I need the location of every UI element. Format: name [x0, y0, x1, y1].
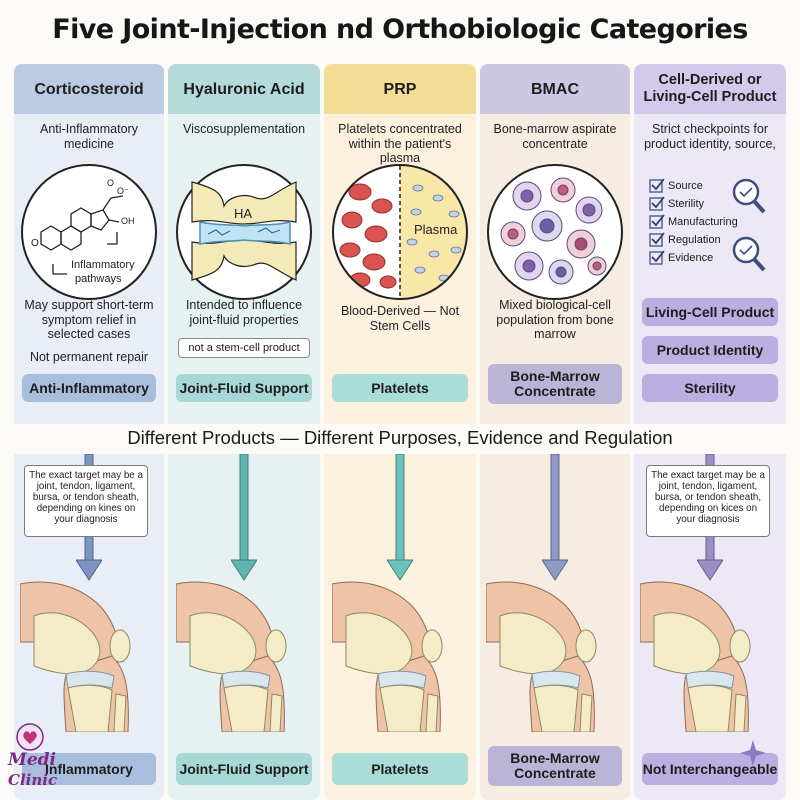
oxygen-label: O — [31, 238, 39, 249]
knee-joint-icon — [640, 581, 751, 732]
ha-joint-icon: HA — [176, 164, 312, 300]
ketone-label: O — [107, 178, 114, 188]
pill-anti-inflammatory: Anti-Inflammatory — [22, 374, 156, 402]
corticosteroid-description: Anti-Inflammatory medicine — [40, 122, 138, 151]
hyaluronic-note: Intended to influence joint-fluid proper… — [185, 298, 303, 327]
bmac-note: Mixed biological-cell population from bo… — [496, 298, 614, 341]
heading-hyaluronic-acid: Hyaluronic Acid — [168, 64, 320, 114]
logo-text-clinic: Clinic — [8, 771, 58, 789]
check-evidence: Evidence — [668, 252, 714, 264]
knee-joint-icon — [176, 581, 287, 732]
steroid-molecule-icon: O O⁻ OH O Inflammatory pathways — [21, 164, 157, 300]
pill-living-cell-product: Living-Cell Product — [642, 298, 778, 326]
arrow-down-icon — [542, 454, 568, 581]
cell-derived-description: Strict checkpoints for product identity,… — [644, 122, 776, 151]
checklist-graphic — [649, 178, 766, 272]
pill-sterility: Sterility — [642, 374, 778, 402]
check-source: Source — [668, 180, 703, 192]
check-sterility: Sterility — [668, 198, 705, 210]
bone-marrow-cells-icon — [487, 164, 623, 300]
page-title: Five Joint-Injection nd Orthobiologic Ca… — [52, 14, 748, 45]
medi-clinic-logo: Medi Clinic — [2, 722, 62, 798]
bottom-pill-not-interchangeable: Not Interchangeable — [642, 753, 778, 785]
heading-bmac: BMAC — [480, 64, 630, 114]
corticosteroid-note: May support short-term symptom relief in… — [24, 298, 154, 341]
inflammatory-label: Inflammatory — [71, 259, 135, 271]
pill-joint-fluid-support: Joint-Fluid Support — [176, 374, 312, 402]
knee-joint-icon — [20, 581, 131, 732]
clinic-heart-icon — [16, 723, 44, 751]
prp-description: Platelets concentrated within the patien… — [338, 122, 462, 165]
pill-platelets: Platelets — [332, 374, 468, 402]
bottom-pill-joint-fluid-support: Joint-Fluid Support — [176, 753, 312, 785]
checkpoint-checklist: Source Sterility Manufacturing Regulatio… — [648, 174, 778, 284]
arrow-down-icon — [231, 454, 257, 581]
target-callout-right: The exact target may be a joint, tendon,… — [646, 465, 770, 537]
bottom-pill-inflammatory: Inflammatory — [22, 753, 156, 785]
heading-prp: PRP — [324, 64, 476, 114]
knee-joint-icon — [332, 581, 443, 732]
carboxyl-label: O⁻ — [117, 186, 129, 196]
ha-label: HA — [234, 206, 252, 221]
pill-bone-marrow-concentrate: Bone-Marrow Concentrate — [488, 364, 622, 404]
check-regulation: Regulation — [668, 234, 721, 246]
prp-note: Blood-Derived — Not Stem Cells — [340, 304, 460, 333]
knee-joint-icon — [486, 581, 597, 732]
hyaluronic-description: Viscosupplementation — [182, 122, 306, 136]
magnifier-icon — [732, 178, 766, 272]
section-subtitle: Different Products — Different Purposes,… — [0, 424, 800, 454]
logo-text-medi: Medi — [8, 750, 56, 770]
platelet-plasma-icon: Plasma — [332, 164, 468, 300]
corticosteroid-note-repair: Not permanent repair — [29, 350, 149, 364]
bottom-pill-bone-marrow-concentrate: Bone-Marrow Concentrate — [488, 746, 622, 786]
sparkle-icon — [740, 740, 766, 766]
heading-corticosteroid: Corticosteroid — [14, 64, 164, 114]
arrow-down-icon — [387, 454, 413, 581]
not-stem-cell-tag: not a stem-cell product — [178, 338, 310, 358]
bmac-description: Bone-marrow aspirate concentrate — [493, 122, 617, 151]
plasma-label: Plasma — [414, 222, 458, 237]
check-manufacturing: Manufacturing — [668, 216, 738, 228]
bottom-pill-platelets: Platelets — [332, 753, 468, 785]
hydroxyl-label: OH — [121, 216, 135, 226]
pill-product-identity: Product Identity — [642, 336, 778, 364]
target-callout-left: The exact target may be a joint, tendon,… — [24, 465, 148, 537]
pathways-label: pathways — [75, 273, 122, 285]
heading-cell-derived: Cell-Derived or Living-Cell Product — [634, 64, 786, 114]
